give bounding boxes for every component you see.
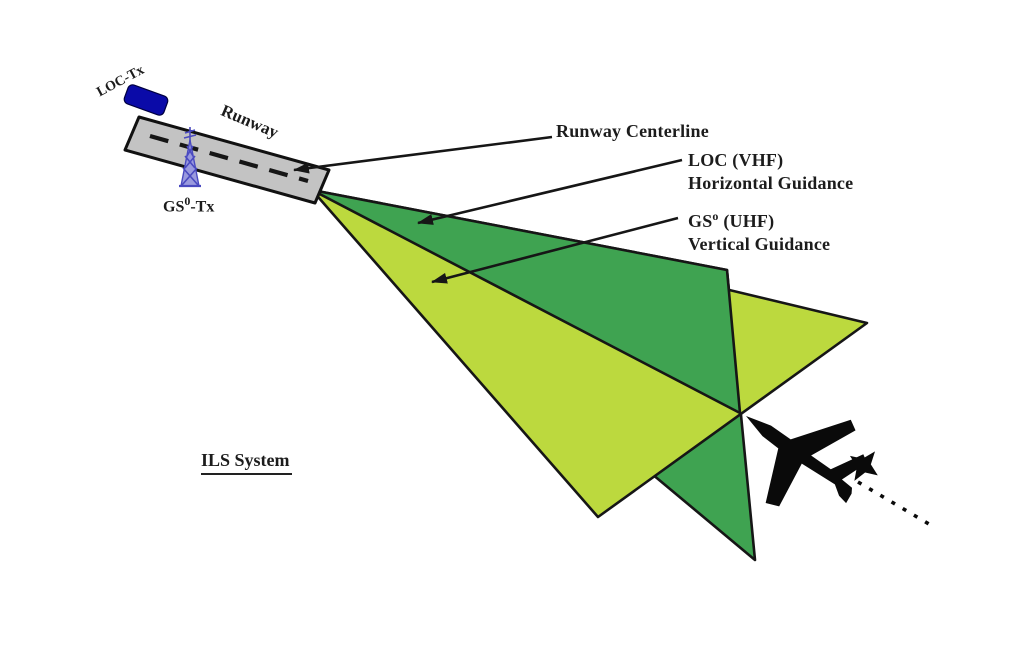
gs-tx-label-rest: -Tx	[190, 198, 215, 216]
gs-tower-crossbar-1	[184, 129, 196, 134]
gs-tower-lattice-4	[184, 155, 196, 169]
flight-path-dotted-trail	[857, 480, 935, 529]
loc-transmitter-icon	[123, 84, 169, 116]
loc-label-line1: LOC (VHF)	[688, 150, 784, 170]
runway-centerline-arrow	[293, 135, 553, 174]
gs-uhf-label-line1: GSo (UHF)	[688, 205, 830, 233]
gs-tx-label-sup: 0	[184, 194, 191, 208]
gs-uhf-label-sup: o	[712, 209, 719, 223]
gs-arrow	[431, 216, 679, 284]
gs-uhf-label-rest: (UHF)	[718, 211, 775, 231]
gs-tower-lattice-2	[186, 145, 194, 157]
gs-uhf-label: GSo (UHF) Vertical Guidance	[688, 205, 830, 256]
airplane-silhouette	[746, 416, 867, 507]
gs-tx-label-base: GS	[163, 198, 185, 216]
loc-label: LOC (VHF) Horizontal Guidance	[688, 149, 853, 195]
loc-arrow	[417, 158, 683, 225]
loc-transmitter-box	[123, 84, 169, 116]
gs-tower-lattice-6	[181, 167, 198, 186]
gs-antenna-icon	[179, 127, 201, 188]
airplane-tail-dart	[849, 451, 878, 481]
gs-tower-crossbar-2	[183, 134, 197, 139]
runway-centerline-label: Runway Centerline	[556, 121, 709, 141]
runway-centerline-dashes	[149, 133, 309, 184]
airplane-icon	[746, 416, 878, 507]
gs-uhf-label-base: GS	[688, 211, 713, 231]
gs-tx-label: GS0-Tx	[163, 190, 214, 218]
gs-uhf-label-line2: Vertical Guidance	[688, 234, 831, 254]
loc-label-line2: Horizontal Guidance	[688, 173, 854, 193]
ils-system-label: ILS System	[201, 449, 292, 475]
loc-beam-near-fan	[310, 188, 742, 415]
